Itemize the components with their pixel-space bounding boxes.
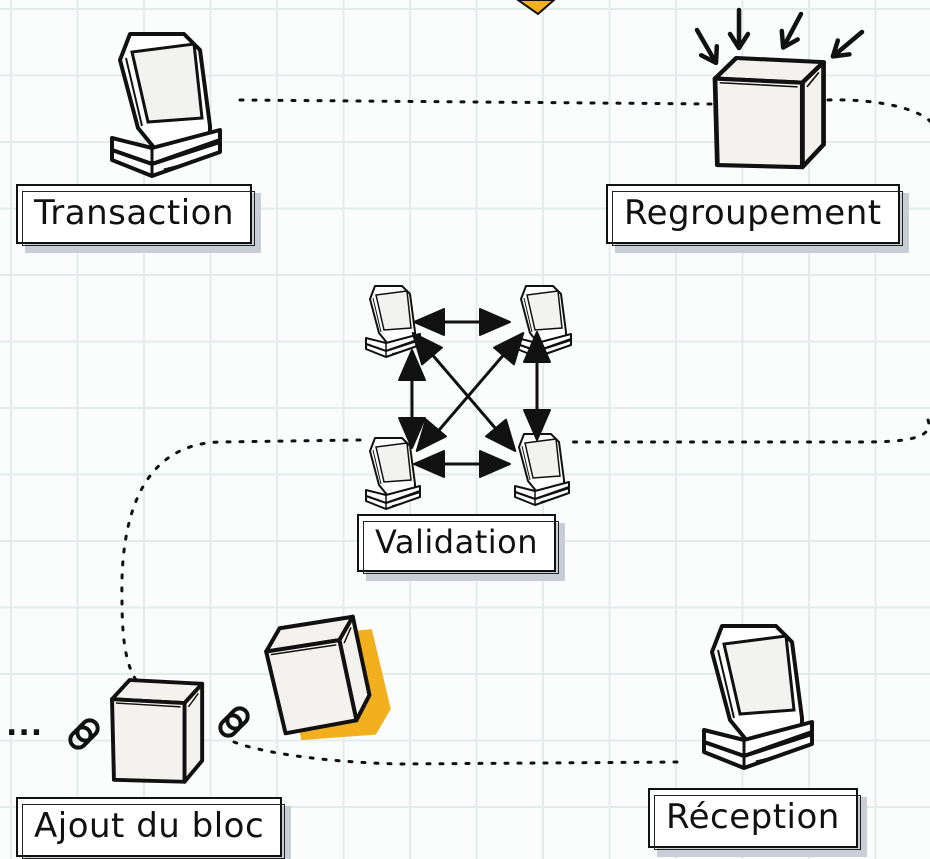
arrow-icon <box>775 10 809 52</box>
chain-ellipsis: ... <box>6 708 44 743</box>
arrow-icon <box>827 25 868 63</box>
step-label-transaction: Transaction <box>16 184 256 246</box>
cube-icon <box>110 678 205 784</box>
new-block-cube-icon <box>260 610 391 741</box>
chain-link-icon <box>215 703 253 741</box>
network-icon <box>365 285 572 510</box>
step-label-validation: Validation <box>357 514 560 574</box>
step-label-ajout-du-bloc: Ajout du bloc <box>16 797 286 859</box>
computer-icon <box>702 624 814 770</box>
chain-link-icon <box>65 715 103 753</box>
computer-icon <box>110 32 222 178</box>
arrow-icon <box>730 10 748 48</box>
computer-icon <box>365 285 421 358</box>
process-flow-connector <box>120 98 930 766</box>
cube-icon <box>715 58 824 167</box>
arrow-icon <box>689 26 724 68</box>
computer-icon <box>514 433 570 506</box>
step-label-regroupement: Regroupement <box>606 184 903 246</box>
step-label-reception: Réception <box>648 788 861 850</box>
accent-shape <box>516 0 556 16</box>
